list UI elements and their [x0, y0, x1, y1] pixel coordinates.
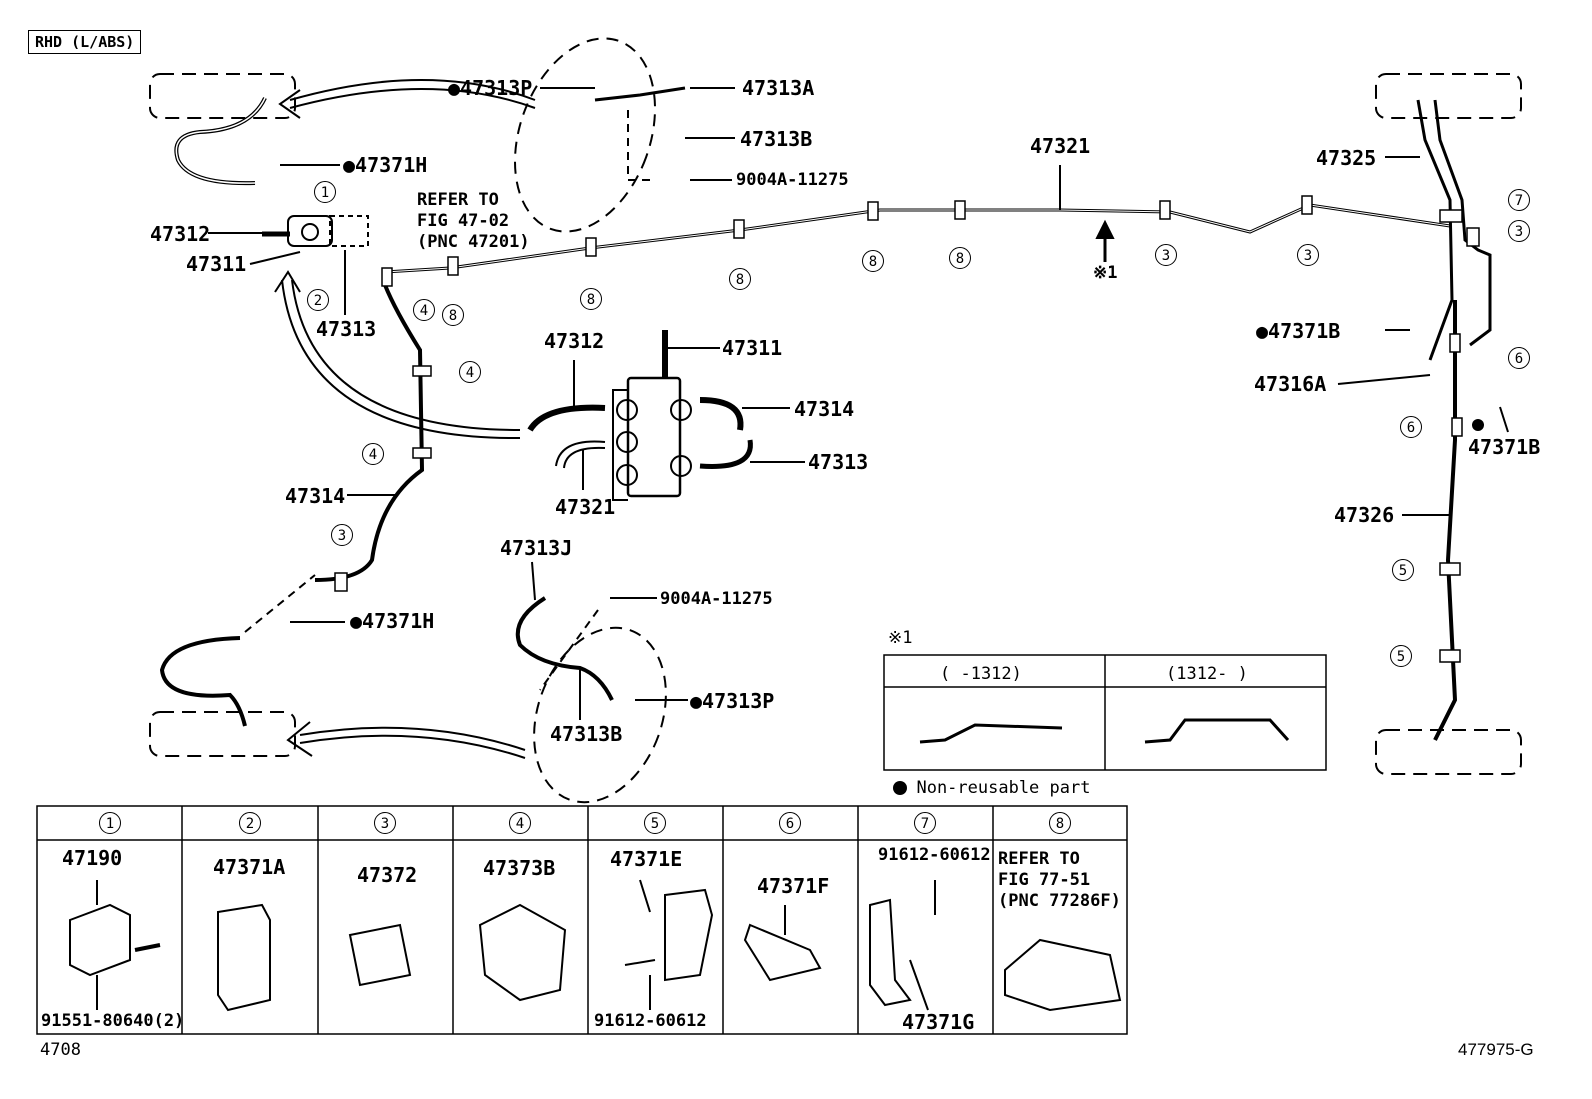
label-47371B-a: ●47371B	[1256, 319, 1341, 343]
callout-8-d: 8	[862, 250, 884, 272]
label-47313P-top: ●47313P	[448, 76, 533, 100]
label-47371H-top: ●47371H	[343, 153, 428, 177]
inset-right-label: (1312- )	[1166, 664, 1248, 684]
table-num-8: 8	[1049, 812, 1071, 834]
label-47313P-bot: ●47313P	[690, 689, 775, 713]
label-47321-top: 47321	[1030, 134, 1091, 158]
inset-title: ※1	[888, 628, 913, 648]
legend-nonreusable: ● Non-reusable part	[896, 778, 1091, 798]
label-refer-3: (PNC 47201)	[417, 232, 530, 252]
arrow-curve-bottom	[299, 726, 526, 751]
label-47316A: 47316A	[1254, 372, 1327, 396]
wheel-rear-right	[1375, 729, 1522, 775]
footer-left-code: 4708	[40, 1040, 81, 1060]
label-refer-2: FIG 47-02	[417, 211, 510, 231]
label-refer-1: REFER TO	[417, 190, 499, 210]
callout-4-a: 4	[413, 299, 435, 321]
callout-1: 1	[314, 181, 336, 203]
callout-7: 7	[1508, 189, 1530, 211]
table-cell-2-top: 47371A	[213, 855, 286, 879]
callout-8-a: 8	[442, 304, 464, 326]
label-9004A-bot: 9004A-11275	[660, 589, 773, 609]
table-num-3: 3	[374, 812, 396, 834]
label-47311-mid: 47311	[722, 336, 783, 360]
callout-3-a: 3	[1155, 244, 1177, 266]
table-num-2: 2	[239, 812, 261, 834]
label-note1: ※1	[1093, 263, 1118, 283]
table-cell-1-bottom: 91551-80640(2)	[41, 1011, 185, 1031]
label-47311-top: 47311	[186, 252, 247, 276]
wheel-rear-left	[149, 711, 296, 757]
table-num-5: 5	[644, 812, 666, 834]
table-cell-8-top: REFER TO	[998, 849, 1080, 869]
table-num-4: 4	[509, 812, 531, 834]
inset-left-label: ( -1312)	[940, 664, 1022, 684]
table-cell-1-top: 47190	[62, 846, 123, 870]
footer-right-code: 477975-G	[1458, 1040, 1534, 1059]
table-cell-4-top: 47373B	[483, 856, 556, 880]
table-num-6: 6	[779, 812, 801, 834]
detail-ellipse-bottom	[533, 626, 667, 804]
label-47326: 47326	[1334, 503, 1395, 527]
label-47313B-bot: 47313B	[550, 722, 623, 746]
label-47371H-bot: ●47371H	[350, 609, 435, 633]
label-47313-mid: 47313	[808, 450, 869, 474]
table-cell-6-top: 47371F	[757, 874, 830, 898]
label-47312-top: 47312	[150, 222, 211, 246]
table-num-7: 7	[914, 812, 936, 834]
label-47313J: 47313J	[500, 536, 573, 560]
label-47312-mid: 47312	[544, 329, 605, 353]
callout-5-b: 5	[1390, 645, 1412, 667]
callout-8-c: 8	[729, 268, 751, 290]
callout-4-b: 4	[459, 361, 481, 383]
callout-8-e: 8	[949, 247, 971, 269]
label-47313B-top: 47313B	[740, 127, 813, 151]
parts-table-frame	[36, 805, 1128, 1035]
callout-3-d: 3	[331, 524, 353, 546]
label-47321-mid: 47321	[555, 495, 616, 519]
variant-label: RHD (L/ABS)	[28, 30, 142, 54]
table-cell-5-top: 47371E	[610, 847, 683, 871]
callout-5-a: 5	[1392, 559, 1414, 581]
label-47313-top: 47313	[316, 317, 377, 341]
callout-2: 2	[307, 289, 329, 311]
wheel-front-right	[1375, 73, 1522, 119]
callout-6-a: 6	[1508, 347, 1530, 369]
label-47371B-b: 47371B	[1468, 435, 1541, 459]
table-num-1: 1	[99, 812, 121, 834]
label-47313A: 47313A	[742, 76, 815, 100]
table-cell-5-bottom: 91612-60612	[594, 1011, 707, 1031]
arrow-curve-mid	[291, 279, 521, 431]
callout-3-b: 3	[1297, 244, 1319, 266]
wheel-front-left	[149, 73, 296, 119]
label-9004A-top: 9004A-11275	[736, 170, 849, 190]
legend-dot	[893, 781, 907, 795]
table-cell-8-top3: (PNC 77286F)	[998, 891, 1121, 911]
arrow-curve-top	[289, 79, 536, 101]
valve-body-enlarged	[626, 376, 682, 498]
label-47314-mid: 47314	[794, 397, 855, 421]
table-cell-8-top2: FIG 77-51	[998, 870, 1091, 890]
table-cell-3-top: 47372	[357, 863, 418, 887]
label-47325: 47325	[1316, 146, 1377, 170]
callout-6-b: 6	[1400, 416, 1422, 438]
nonreusable-dot-47371B	[1472, 419, 1484, 431]
detail-ellipse-top	[513, 37, 657, 233]
callout-4-c: 4	[362, 443, 384, 465]
callout-8-b: 8	[580, 288, 602, 310]
label-47314-left: 47314	[285, 484, 346, 508]
callout-3-c: 3	[1508, 220, 1530, 242]
table-cell-7-top: 91612-60612	[878, 845, 991, 865]
table-cell-7-bottom: 47371G	[902, 1010, 975, 1034]
